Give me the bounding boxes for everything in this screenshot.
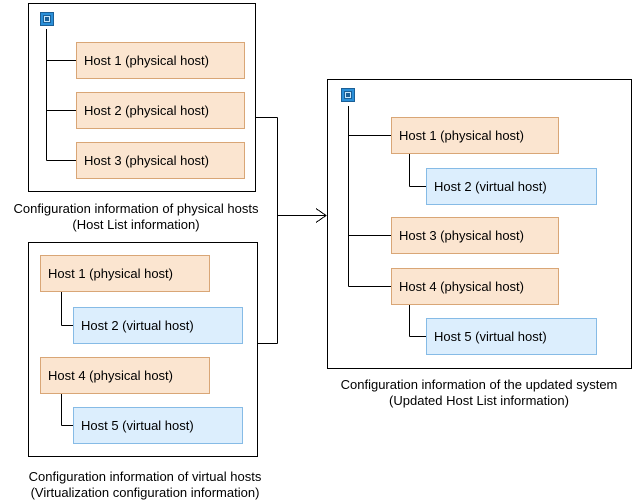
host-node-physical: Host 4 (physical host) [391,268,559,305]
caption-line: Configuration information of the updated… [340,377,618,392]
host-node-virtual: Host 2 (virtual host) [426,168,597,205]
host-node-physical: Host 2 (physical host) [76,92,245,129]
host-node-physical: Host 3 (physical host) [76,142,245,179]
system-icon [40,12,54,26]
caption-line: (Updated Host List information) [389,393,569,408]
host-node-physical: Host 1 (physical host) [40,255,210,292]
host-node-virtual: Host 5 (virtual host) [73,407,243,444]
host-node-physical: Host 4 (physical host) [40,357,210,394]
caption-line: (Host List information) [72,217,200,232]
caption-line: (Virtualization configuration informatio… [30,485,260,500]
host-node-physical: Host 3 (physical host) [391,217,559,254]
caption-line: Configuration information of virtual hos… [28,469,262,484]
host-node-virtual: Host 5 (virtual host) [426,318,597,355]
arrow-right-icon [315,208,327,223]
virtual-config-caption: Configuration information of virtual hos… [0,469,290,501]
system-icon [341,88,355,102]
host-node-physical: Host 1 (physical host) [76,42,245,79]
host-node-virtual: Host 2 (virtual host) [73,307,243,344]
updated-config-caption: Configuration information of the updated… [322,377,636,409]
caption-line: Configuration information of physical ho… [13,201,259,216]
host-node-physical: Host 1 (physical host) [391,117,559,154]
physical-config-caption: Configuration information of physical ho… [0,201,272,233]
